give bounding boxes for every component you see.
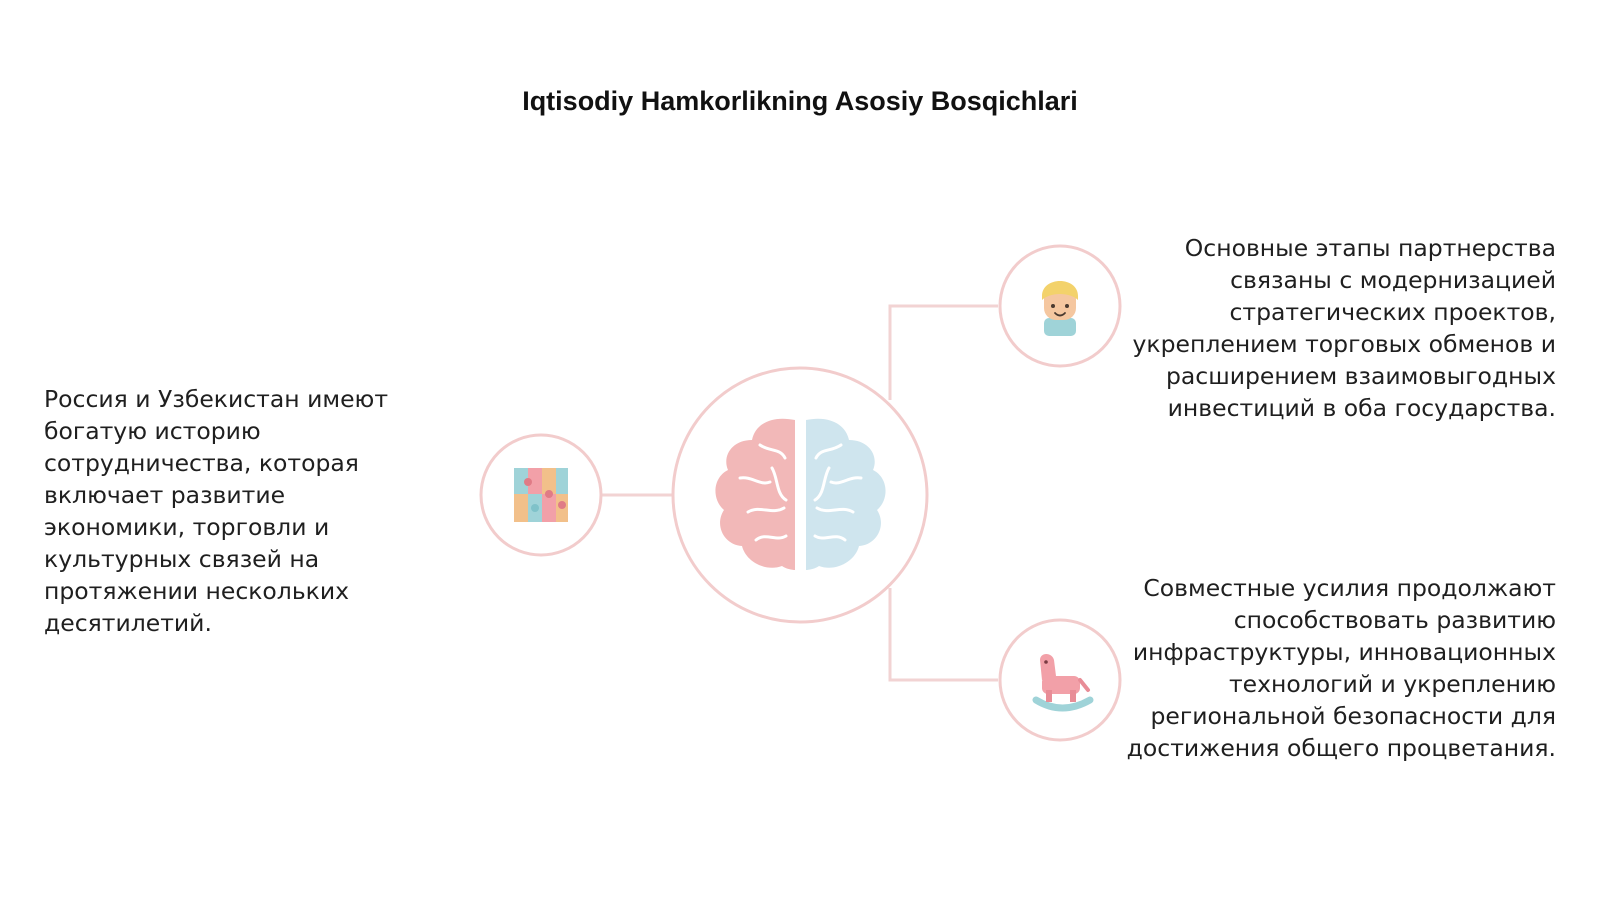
page-title: Iqtisodiy Hamkorlikning Asosiy Bosqichla… <box>522 86 1078 116</box>
bottom-right-node <box>998 618 1122 742</box>
connectors <box>600 304 998 682</box>
bottom-right-node-text: Совместные усилия продолжают способствов… <box>1126 574 1556 762</box>
top-right-node-text: Основные этапы партнерства связаны с мод… <box>1132 234 1557 422</box>
connector-bottom-right <box>888 588 998 682</box>
puzzle-icon <box>514 468 568 522</box>
top-right-node <box>998 244 1122 368</box>
child-face-icon <box>1042 281 1078 336</box>
center-node <box>671 366 929 624</box>
left-node-text: Россия и Узбекистан имеют богатую истори… <box>44 385 389 637</box>
rocking-horse-icon <box>1032 654 1094 712</box>
brain-icon <box>715 418 886 570</box>
left-node <box>479 433 603 557</box>
connector-top-right <box>888 304 998 400</box>
